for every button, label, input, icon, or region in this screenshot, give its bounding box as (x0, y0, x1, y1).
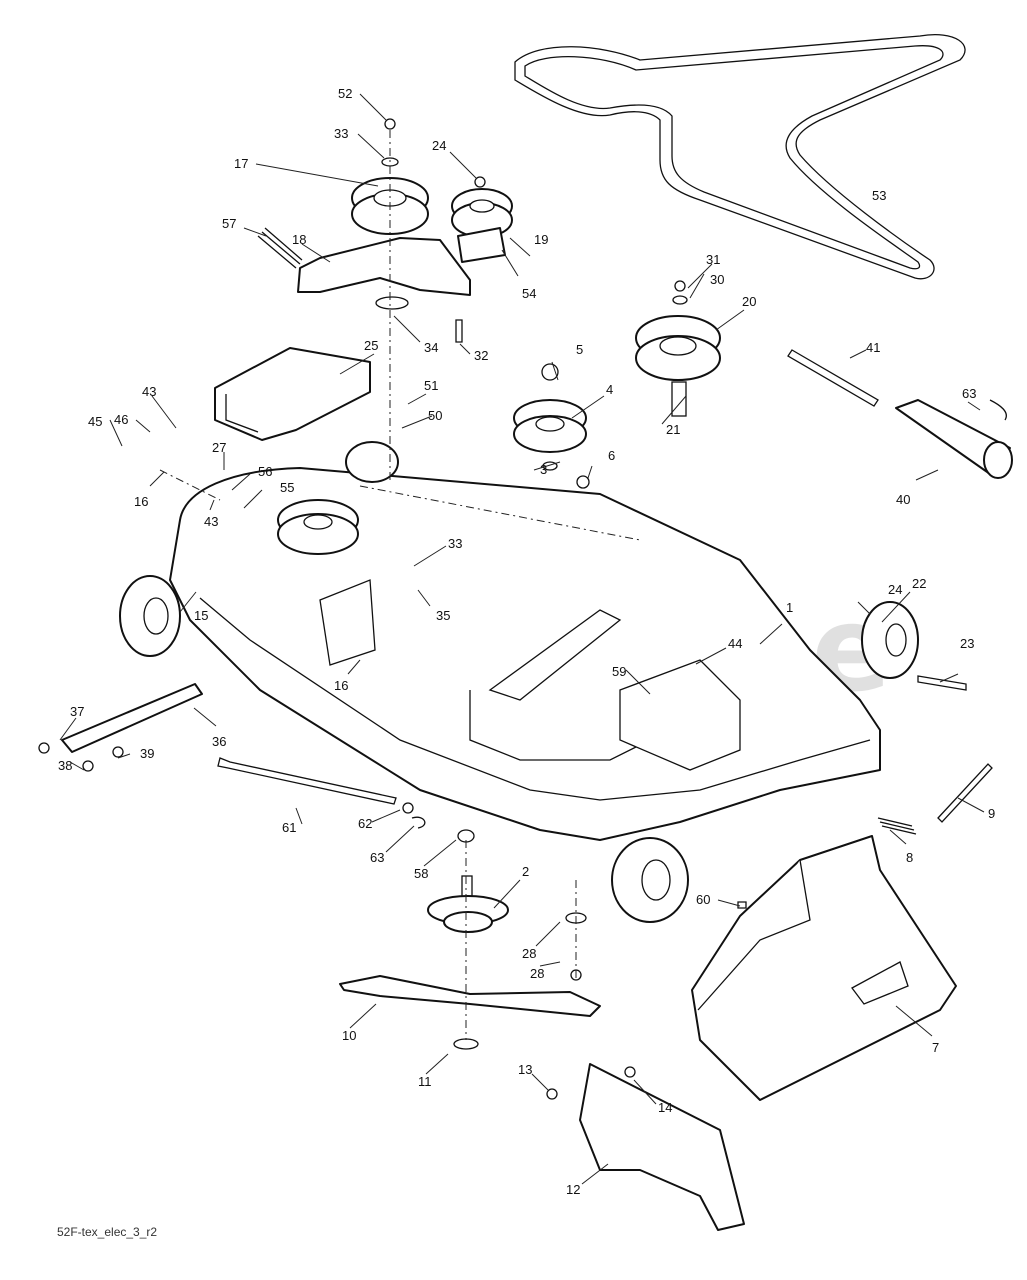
callout-24-right: 24 (888, 582, 902, 597)
callout-57: 57 (222, 216, 236, 231)
drive-belt (514, 34, 966, 280)
callout-55: 55 (280, 480, 294, 495)
callout-6: 6 (608, 448, 615, 463)
callout-23: 23 (960, 636, 974, 651)
callout-54: 54 (522, 286, 536, 301)
callout-46: 46 (114, 412, 128, 427)
callout-31: 31 (706, 252, 720, 267)
callout-24: 24 (432, 138, 446, 153)
callout-28: 28 (530, 966, 544, 981)
callout-37: 37 (70, 704, 84, 719)
callout-60: 60 (696, 892, 710, 907)
callout-33-lower: 33 (448, 536, 462, 551)
callout-30: 30 (710, 272, 724, 287)
belt-cover (214, 347, 371, 441)
callout-7: 7 (932, 1040, 939, 1055)
callout-43-lower: 43 (204, 514, 218, 529)
callouts: 52 33 24 17 57 18 19 54 34 32 53 31 30 2… (58, 86, 995, 1197)
callout-12: 12 (566, 1182, 580, 1197)
top-hardware (375, 118, 688, 343)
callout-14: 14 (658, 1100, 672, 1115)
callout-1: 1 (786, 600, 793, 615)
callout-25: 25 (364, 338, 378, 353)
callout-17: 17 (234, 156, 248, 171)
drawing-code: 52F-tex_elec_3_r2 (57, 1225, 157, 1239)
callout-18: 18 (292, 232, 306, 247)
discharge-chute (691, 835, 957, 1101)
callout-51: 51 (424, 378, 438, 393)
callout-21: 21 (666, 422, 680, 437)
callout-39: 39 (140, 746, 154, 761)
callout-35: 35 (436, 608, 450, 623)
leader-lines (59, 93, 985, 1185)
callout-32: 32 (474, 348, 488, 363)
roller-assembly (787, 349, 1013, 479)
callout-22: 22 (912, 576, 926, 591)
callout-19: 19 (534, 232, 548, 247)
baffle (546, 1063, 745, 1231)
callout-16-lower: 16 (334, 678, 348, 693)
callout-4: 4 (606, 382, 613, 397)
callout-45: 45 (88, 414, 102, 429)
pulley-20 (635, 315, 721, 417)
callout-3: 3 (540, 462, 547, 477)
callout-10: 10 (342, 1028, 356, 1043)
callout-41: 41 (866, 340, 880, 355)
deck-pulley (277, 499, 359, 555)
callout-34: 34 (424, 340, 438, 355)
callout-8: 8 (906, 850, 913, 865)
callout-29: 28 (522, 946, 536, 961)
callout-13: 13 (518, 1062, 532, 1077)
callout-36: 36 (212, 734, 226, 749)
callout-58: 58 (414, 866, 428, 881)
callout-44: 44 (728, 636, 742, 651)
callout-20: 20 (742, 294, 756, 309)
callout-9: 9 (988, 806, 995, 821)
callout-63-lower: 63 (370, 850, 384, 865)
callout-59: 59 (612, 664, 626, 679)
callout-56: 56 (258, 464, 272, 479)
callout-52: 52 (338, 86, 352, 101)
callout-62: 62 (358, 816, 372, 831)
callout-40: 40 (896, 492, 910, 507)
callout-27: 27 (212, 440, 226, 455)
assembly-lines (159, 130, 641, 1040)
callout-2: 2 (522, 864, 529, 879)
callout-38: 38 (58, 758, 72, 773)
callout-61: 61 (282, 820, 296, 835)
callout-16-upper: 16 (134, 494, 148, 509)
callout-15: 15 (194, 608, 208, 623)
wheels (119, 441, 967, 923)
callout-5: 5 (576, 342, 583, 357)
callout-11: 11 (418, 1074, 432, 1089)
callout-50: 50 (428, 408, 442, 423)
callout-53: 53 (872, 188, 886, 203)
pulley-4 (513, 363, 590, 489)
rod-61 (217, 757, 426, 829)
callout-63-upper: 63 (962, 386, 976, 401)
link-arm (38, 683, 203, 772)
mower-deck (169, 467, 881, 841)
callout-43-upper: 43 (142, 384, 156, 399)
callout-33: 33 (334, 126, 348, 141)
spring-rod (877, 763, 993, 835)
